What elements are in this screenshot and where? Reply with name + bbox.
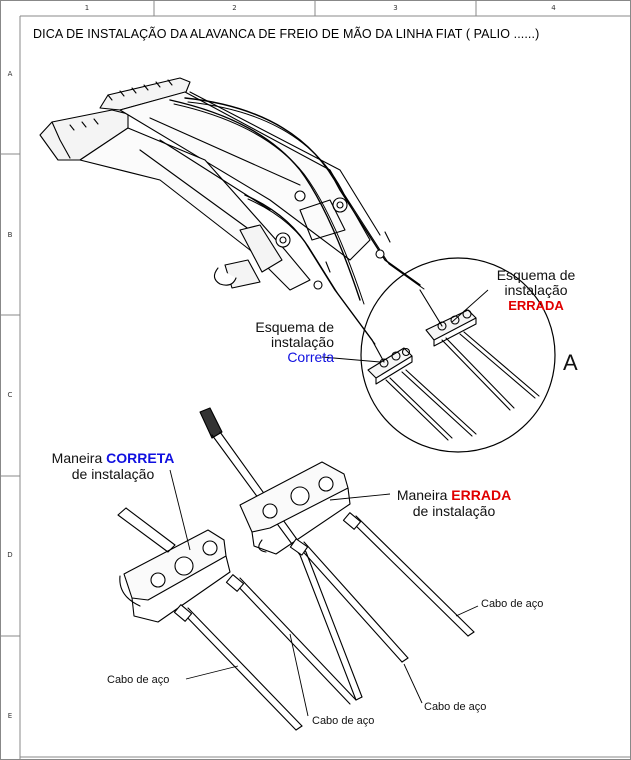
sheet-title: DICA DE INSTALAÇÃO DA ALAVANCA DE FREIO … bbox=[33, 27, 540, 41]
label-correct-scheme-line1: Esquema de bbox=[255, 319, 334, 335]
row-marker: D bbox=[7, 551, 13, 559]
column-marker: 4 bbox=[551, 4, 556, 12]
label-wrong-scheme-line2: instalação bbox=[504, 282, 568, 298]
label-wrong-scheme: Esquema de instalação ERRADA bbox=[490, 267, 582, 314]
row-marker: C bbox=[7, 391, 13, 399]
row-marker: E bbox=[7, 712, 13, 720]
label-cable: Cabo de aço bbox=[312, 715, 375, 727]
column-marker: 2 bbox=[232, 4, 237, 12]
label-correct-prefix: Maneira bbox=[51, 450, 103, 466]
label-wrong-way: Maneira ERRADA de instalação bbox=[392, 487, 516, 519]
row-marker: A bbox=[7, 70, 13, 78]
label-cable: Cabo de aço bbox=[107, 674, 170, 686]
label-correct-suffix: de instalação bbox=[71, 466, 155, 482]
label-wrong-prefix: Maneira bbox=[396, 487, 448, 503]
label-correct-scheme: Esquema de instalação Correta bbox=[240, 320, 334, 365]
label-wrong-word: ERRADA bbox=[451, 487, 512, 503]
label-correct-scheme-word: Correta bbox=[287, 349, 334, 365]
label-wrong-suffix: de instalação bbox=[412, 503, 496, 519]
label-wrong-scheme-word: ERRADA bbox=[508, 298, 564, 313]
label-wrong-scheme-line1: Esquema de bbox=[496, 267, 576, 283]
label-cable: Cabo de aço bbox=[424, 701, 487, 713]
detail-letter: A bbox=[563, 350, 578, 375]
row-marker: B bbox=[7, 231, 13, 239]
label-correct-word: CORRETA bbox=[106, 450, 175, 466]
label-cable: Cabo de aço bbox=[481, 598, 544, 610]
label-correct-way: Maneira CORRETA de instalação bbox=[46, 450, 180, 482]
label-correct-scheme-line2: instalação bbox=[270, 334, 334, 350]
column-marker: 3 bbox=[393, 4, 398, 12]
column-marker: 1 bbox=[84, 4, 90, 12]
